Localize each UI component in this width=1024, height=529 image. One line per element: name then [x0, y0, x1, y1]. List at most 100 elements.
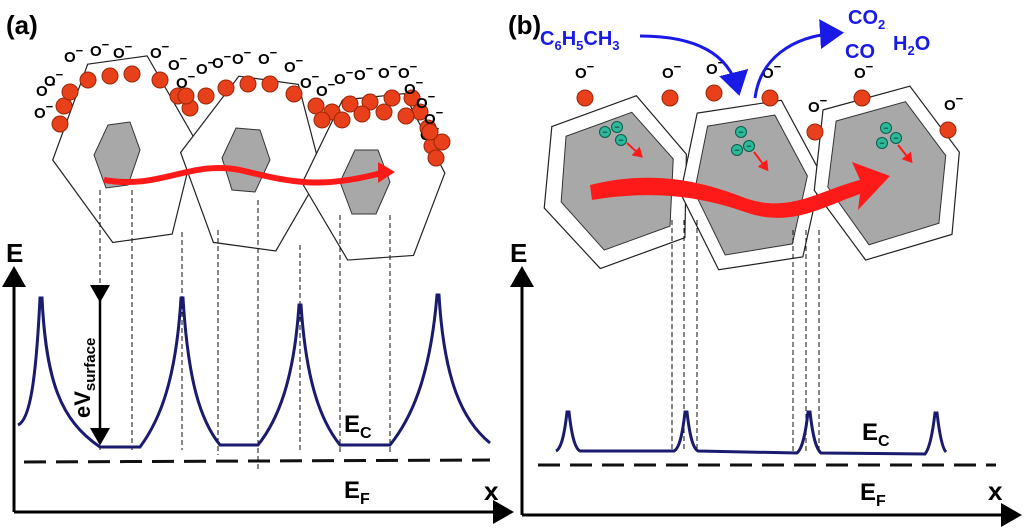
electron-sign: − [602, 127, 607, 137]
product-co2-label: CO2 [848, 7, 885, 32]
oxygen-adsorbate: O− [761, 59, 782, 107]
electron-cluster-3: − − − [876, 122, 913, 164]
oxygen-dot [353, 105, 371, 123]
panel-a-axis-x-label: x [484, 476, 499, 506]
electron-sign: − [738, 127, 743, 137]
product-arrow [753, 19, 844, 99]
oxygen-label: O− [284, 53, 304, 76]
oxygen-adsorbate [397, 107, 415, 125]
oxygen-adsorbate [177, 87, 195, 105]
panel-a: (a) O−O−O−O−O−O−O−O−O−O−O−O−O−O−O−O−O−O−… [2, 10, 514, 524]
electron-sign: − [883, 123, 888, 133]
oxygen-dot [806, 123, 824, 141]
oxygen-dot [51, 115, 69, 133]
oxygen-adsorbate: O− [90, 37, 119, 85]
oxygen-adsorbate [333, 111, 351, 129]
panel-b-grain-2 [679, 99, 822, 271]
panel-a-tag: (a) [6, 10, 38, 40]
panel-b-axis-e-label: E [510, 238, 527, 268]
oxygen-label: O− [662, 59, 682, 82]
panel-a-grain-1 [52, 55, 196, 244]
oxygen-dot [433, 133, 451, 151]
oxygen-label: O− [706, 55, 726, 78]
panel-a-fermi-level [23, 458, 491, 464]
panel-a-axis-e-label: E [6, 238, 23, 268]
oxygen-adsorbate [421, 123, 439, 141]
oxygen-adsorbate: O− [939, 91, 964, 139]
oxygen-dot [333, 111, 351, 129]
electron-sign: − [893, 133, 898, 143]
panel-a-conduction-arrow [103, 164, 386, 186]
oxygen-adsorbate [313, 111, 331, 129]
oxygen-adsorbate [433, 133, 451, 151]
oxygen-label: O− [944, 91, 964, 114]
oxygen-dot [397, 107, 415, 125]
panel-b-electrons: − − − − − − − − − [599, 121, 913, 172]
oxygen-adsorbate: O− [212, 49, 235, 97]
panel-b: (b) − − − − − − [508, 7, 1022, 527]
oxygen-dot [239, 75, 257, 93]
oxygen-dot [661, 89, 679, 107]
oxygen-label: O− [334, 65, 354, 88]
panel-a-conduction-band [17, 293, 491, 449]
panel-a-ec-label: EC [344, 411, 372, 442]
oxygen-label: O− [416, 89, 436, 112]
product-co-label: CO [845, 41, 875, 63]
panel-a-guides [99, 190, 391, 470]
oxygen-label: O− [575, 59, 595, 82]
oxygen-label: O− [34, 99, 54, 122]
oxygen-dot [177, 87, 195, 105]
panel-b-guides [671, 220, 820, 452]
panel-b-ec-label: EC [862, 419, 890, 450]
oxygen-dot [375, 103, 393, 121]
electron-sign: − [614, 122, 619, 132]
reactant-toluene-label: C6H5CH3 [540, 28, 620, 53]
oxygen-dot [101, 67, 119, 85]
oxygen-label: O− [378, 59, 398, 82]
panel-a-conduction-arrowhead [378, 162, 395, 183]
panel-b-ef-label: EF [860, 479, 886, 510]
oxygen-dot [705, 84, 723, 102]
oxygen-label: O− [354, 61, 374, 84]
electron-cluster-1: − − − [599, 121, 643, 158]
panel-b-axis-x-label: x [988, 476, 1003, 506]
panel-b-conduction-band [555, 410, 948, 456]
oxygen-adsorbate: O− [354, 61, 379, 111]
oxygen-dot [217, 79, 235, 97]
oxygen-adsorbate: O− [44, 67, 79, 101]
panel-a-barrier-label: eVsurface [70, 338, 99, 418]
panel-a-ef-label: EF [344, 477, 370, 508]
oxygen-label: O− [44, 67, 64, 90]
oxygen-dot [79, 71, 97, 89]
oxygen-dot [576, 89, 594, 107]
oxygen-dot [939, 121, 957, 139]
panel-b-conduction-arrow [590, 162, 890, 218]
oxygen-dot [427, 149, 445, 167]
oxygen-label: O− [150, 39, 170, 62]
electron-sign: − [879, 138, 884, 148]
oxygen-dot [285, 85, 303, 103]
reactant-arrow [639, 34, 749, 96]
oxygen-dot [403, 89, 421, 107]
oxygen-dot [853, 89, 871, 107]
oxygen-label: O− [64, 43, 84, 66]
panel-b-grain-3-core [827, 101, 947, 246]
electron-sign: − [618, 135, 623, 145]
oxygen-dot [361, 93, 379, 111]
oxygen-adsorbate: O− [661, 59, 682, 107]
product-h2o-label: H2O [893, 33, 930, 58]
oxygen-label: O− [258, 45, 278, 68]
oxygen-adsorbate: O− [404, 75, 429, 121]
oxygen-dot [261, 75, 279, 93]
oxygen-label: O− [168, 51, 188, 74]
oxygen-dot [383, 89, 401, 107]
oxygen-adsorbate: O− [284, 53, 304, 103]
oxygen-label: O− [212, 49, 232, 72]
oxygen-dot [313, 111, 331, 129]
oxygen-label: O− [90, 37, 110, 60]
oxygen-dot [341, 95, 359, 113]
oxygen-adsorbate [353, 105, 371, 123]
oxygen-adsorbate [375, 103, 393, 121]
panel-a-adsorbates: O−O−O−O−O−O−O−O−O−O−O−O−O−O−O−O−O−O−O−O−… [34, 37, 451, 167]
